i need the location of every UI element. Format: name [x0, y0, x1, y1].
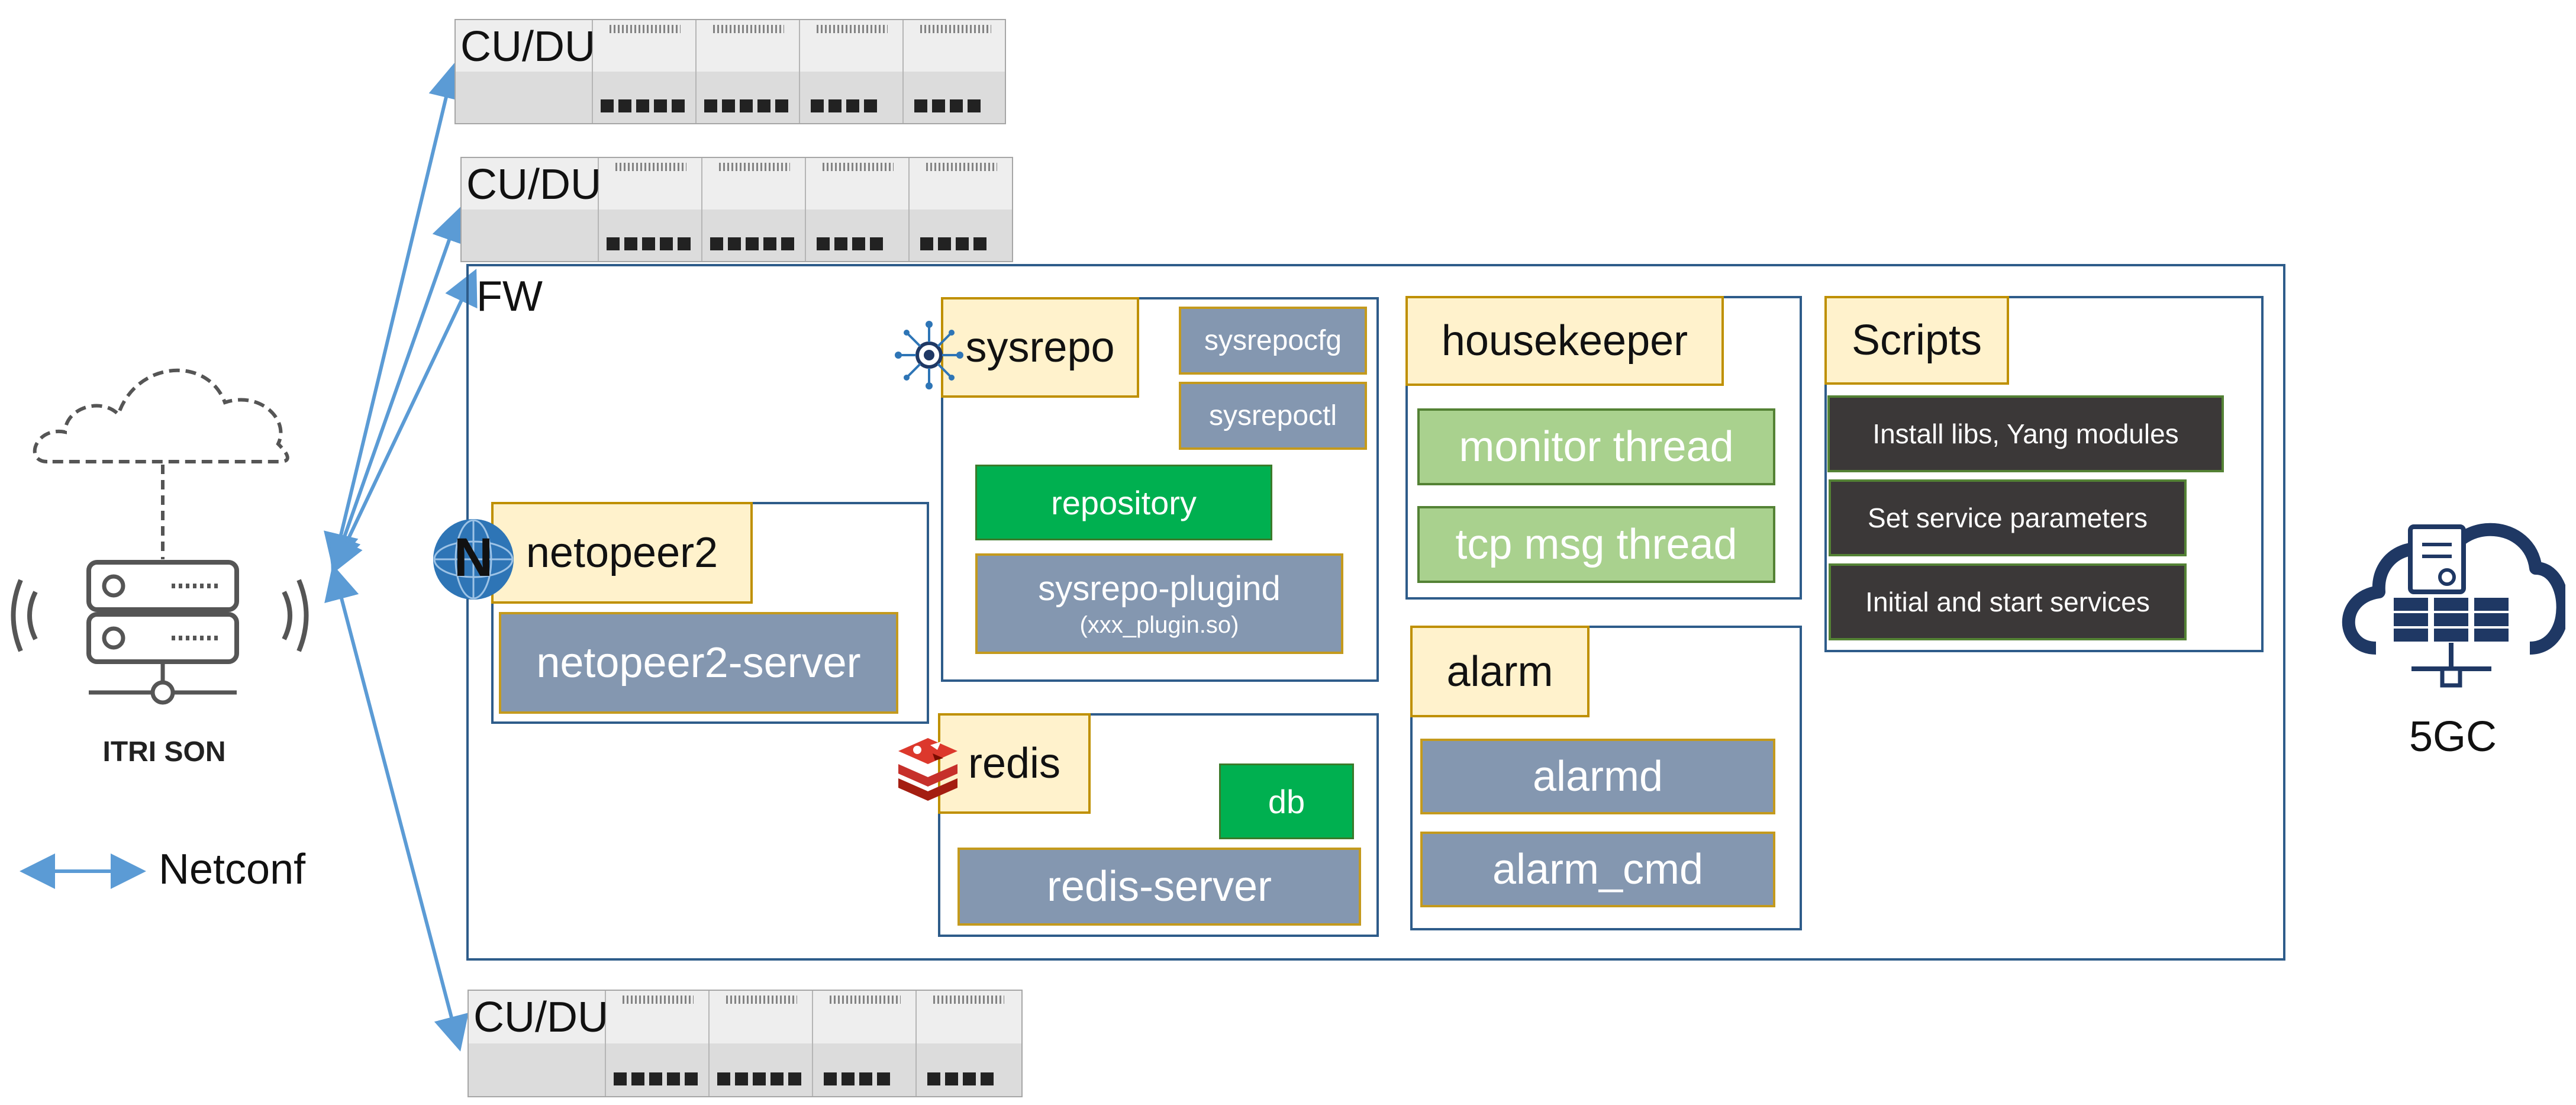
cudu-server-bottom: CU/DU — [468, 990, 1023, 1097]
initial-start-services-box: Initial and start services — [1829, 563, 2187, 640]
sysrepoctl-box: sysrepoctl — [1179, 382, 1367, 450]
sysrepo-frame — [941, 297, 1379, 682]
sysrepo-logo-icon — [895, 321, 963, 389]
alarm-cmd-box: alarm_cmd — [1420, 832, 1775, 907]
db-box: db — [1219, 763, 1354, 839]
netopeer2-server-box: netopeer2-server — [499, 612, 898, 714]
legend-netconf-label: Netconf — [159, 846, 306, 893]
set-service-parameters-box: Set service parameters — [1829, 479, 2187, 556]
redis-server-box: redis-server — [957, 848, 1361, 926]
install-libs-box: Install libs, Yang modules — [1827, 395, 2224, 472]
redis-title: redis — [938, 713, 1091, 814]
arrow-son-cudu-top — [324, 63, 463, 569]
5gc-label: 5GC — [2409, 713, 2497, 761]
arrow-son-cudu-mid — [327, 206, 466, 572]
itri-son-icon — [11, 368, 309, 705]
cudu-label: CU/DU — [466, 161, 601, 208]
fw-title: FW — [476, 273, 543, 320]
housekeeper-title: housekeeper — [1405, 296, 1724, 386]
alarm-title: alarm — [1410, 626, 1590, 717]
alarm-frame — [1410, 626, 1802, 930]
fw-frame — [466, 264, 2285, 961]
itri-son-label: ITRI SON — [102, 736, 226, 768]
scripts-title: Scripts — [1824, 296, 2009, 385]
sysrepo-plugind-box: sysrepo-plugind (xxx_plugin.so) — [975, 553, 1343, 654]
alarmd-box: alarmd — [1420, 739, 1775, 814]
5gc-cloud-icon — [2342, 523, 2565, 688]
netopeer2-title: netopeer2 — [491, 502, 753, 604]
sysrepo-plugind-sublabel: (xxx_plugin.so) — [1079, 612, 1239, 638]
cudu-label: CU/DU — [460, 23, 595, 70]
repository-box: repository — [975, 465, 1272, 540]
sysrepo-title: sysrepo — [941, 297, 1139, 398]
tcp-msg-thread-box: tcp msg thread — [1417, 506, 1775, 583]
cudu-label: CU/DU — [473, 994, 608, 1041]
cudu-server-top: CU/DU — [454, 19, 1006, 124]
redis-logo-icon — [898, 738, 957, 801]
sysrepocfg-box: sysrepocfg — [1179, 307, 1367, 375]
netopeer2-logo-icon: N — [433, 519, 514, 600]
sysrepo-plugind-label: sysrepo-plugind — [1038, 569, 1281, 608]
monitor-thread-box: monitor thread — [1417, 408, 1775, 485]
redis-frame — [938, 713, 1379, 937]
cudu-server-mid: CU/DU — [460, 157, 1013, 262]
arrow-son-cudu-bottom — [324, 564, 469, 1052]
arrow-son-fw — [330, 269, 478, 575]
netopeer2-logo-letter: N — [454, 527, 493, 588]
scripts-frame — [1824, 296, 2264, 652]
